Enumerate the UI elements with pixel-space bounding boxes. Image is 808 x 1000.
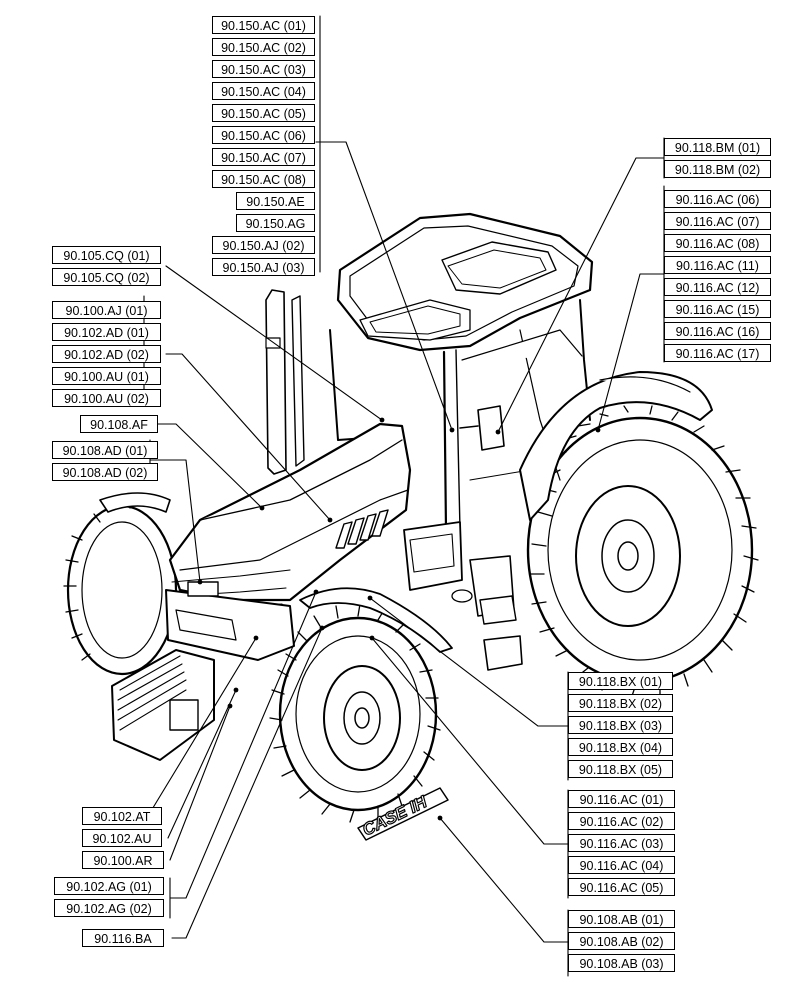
callout-label[interactable]: 90.116.AC (16) xyxy=(664,322,771,340)
callout-label[interactable]: 90.150.AC (04) xyxy=(212,82,315,100)
callout-label[interactable]: 90.116.AC (02) xyxy=(568,812,675,830)
callout-label[interactable]: 90.150.AC (01) xyxy=(212,16,315,34)
rear-fender xyxy=(519,371,713,521)
battery-box-and-steps xyxy=(403,521,523,671)
callout-label[interactable]: 90.102.AD (01) xyxy=(52,323,161,341)
callout-label[interactable]: 90.105.CQ (02) xyxy=(52,268,161,286)
callout-label[interactable]: 90.118.BX (02) xyxy=(568,694,673,712)
callout-label[interactable]: 90.150.AE xyxy=(236,192,315,210)
front-left-wheel xyxy=(63,497,178,676)
callout-label[interactable]: 90.108.AD (01) xyxy=(52,441,158,459)
callout-label[interactable]: 90.102.AD (02) xyxy=(52,345,161,363)
hood xyxy=(168,422,412,611)
callout-label[interactable]: 90.150.AC (02) xyxy=(212,38,315,56)
exhaust-pipe xyxy=(265,289,305,475)
callout-label[interactable]: 90.118.BX (03) xyxy=(568,716,673,734)
callout-label[interactable]: 90.102.AT xyxy=(82,807,162,825)
callout-label[interactable]: 90.116.AC (01) xyxy=(568,790,675,808)
callout-label[interactable]: 90.116.AC (06) xyxy=(664,190,771,208)
callout-label[interactable]: 90.116.AC (04) xyxy=(568,856,675,874)
callout-label[interactable]: 90.116.AC (05) xyxy=(568,878,675,896)
callout-label[interactable]: 90.150.AJ (02) xyxy=(212,236,315,254)
callout-label[interactable]: 90.100.AU (01) xyxy=(52,367,161,385)
callout-label[interactable]: 90.116.AC (12) xyxy=(664,278,771,296)
callout-label[interactable]: 90.150.AJ (03) xyxy=(212,258,315,276)
callout-label[interactable]: 90.116.AC (17) xyxy=(664,344,771,362)
side-mirror xyxy=(459,405,505,451)
callout-dots xyxy=(197,417,601,821)
callout-label[interactable]: 90.118.BX (05) xyxy=(568,760,673,778)
callout-label[interactable]: 90.108.AB (03) xyxy=(568,954,675,972)
callout-label[interactable]: 90.150.AC (08) xyxy=(212,170,315,188)
callout-label[interactable]: 90.116.AC (03) xyxy=(568,834,675,852)
grille-and-headlights xyxy=(165,581,295,661)
callout-label[interactable]: 90.100.AJ (01) xyxy=(52,301,161,319)
callout-label[interactable]: 90.100.AR xyxy=(82,851,164,869)
callout-label[interactable]: 90.105.CQ (01) xyxy=(52,246,161,264)
callout-label[interactable]: 90.102.AU xyxy=(82,829,162,847)
callout-label[interactable]: 90.150.AC (07) xyxy=(212,148,315,166)
front-weights xyxy=(111,649,215,761)
callout-label[interactable]: 90.108.AB (02) xyxy=(568,932,675,950)
callout-label[interactable]: 90.118.BX (01) xyxy=(568,672,673,690)
callout-label[interactable]: 90.108.AB (01) xyxy=(568,910,675,928)
front-right-wheel xyxy=(269,603,441,823)
callout-label[interactable]: 90.150.AG xyxy=(236,214,315,232)
callout-label[interactable]: 90.100.AU (02) xyxy=(52,389,161,407)
rear-wheel xyxy=(526,405,759,697)
callout-label[interactable]: 90.150.AC (05) xyxy=(212,104,315,122)
callout-label[interactable]: 90.116.AC (11) xyxy=(664,256,771,274)
callout-label[interactable]: 90.118.BX (04) xyxy=(568,738,673,756)
callout-label[interactable]: 90.150.AC (03) xyxy=(212,60,315,78)
callout-label[interactable]: 90.108.AD (02) xyxy=(52,463,158,481)
front-mudguard-left xyxy=(99,492,171,513)
callout-label[interactable]: 90.102.AG (02) xyxy=(54,899,164,917)
callout-label[interactable]: 90.116.AC (08) xyxy=(664,234,771,252)
callout-label[interactable]: 90.118.BM (02) xyxy=(664,160,771,178)
callout-label[interactable]: 90.108.AF xyxy=(80,415,158,433)
callout-label[interactable]: 90.150.AC (06) xyxy=(212,126,315,144)
callout-label[interactable]: 90.102.AG (01) xyxy=(54,877,164,895)
callout-label[interactable]: 90.116.AC (07) xyxy=(664,212,771,230)
callout-label[interactable]: 90.116.BA xyxy=(82,929,164,947)
callout-label[interactable]: 90.116.AC (15) xyxy=(664,300,771,318)
callout-label[interactable]: 90.118.BM (01) xyxy=(664,138,771,156)
